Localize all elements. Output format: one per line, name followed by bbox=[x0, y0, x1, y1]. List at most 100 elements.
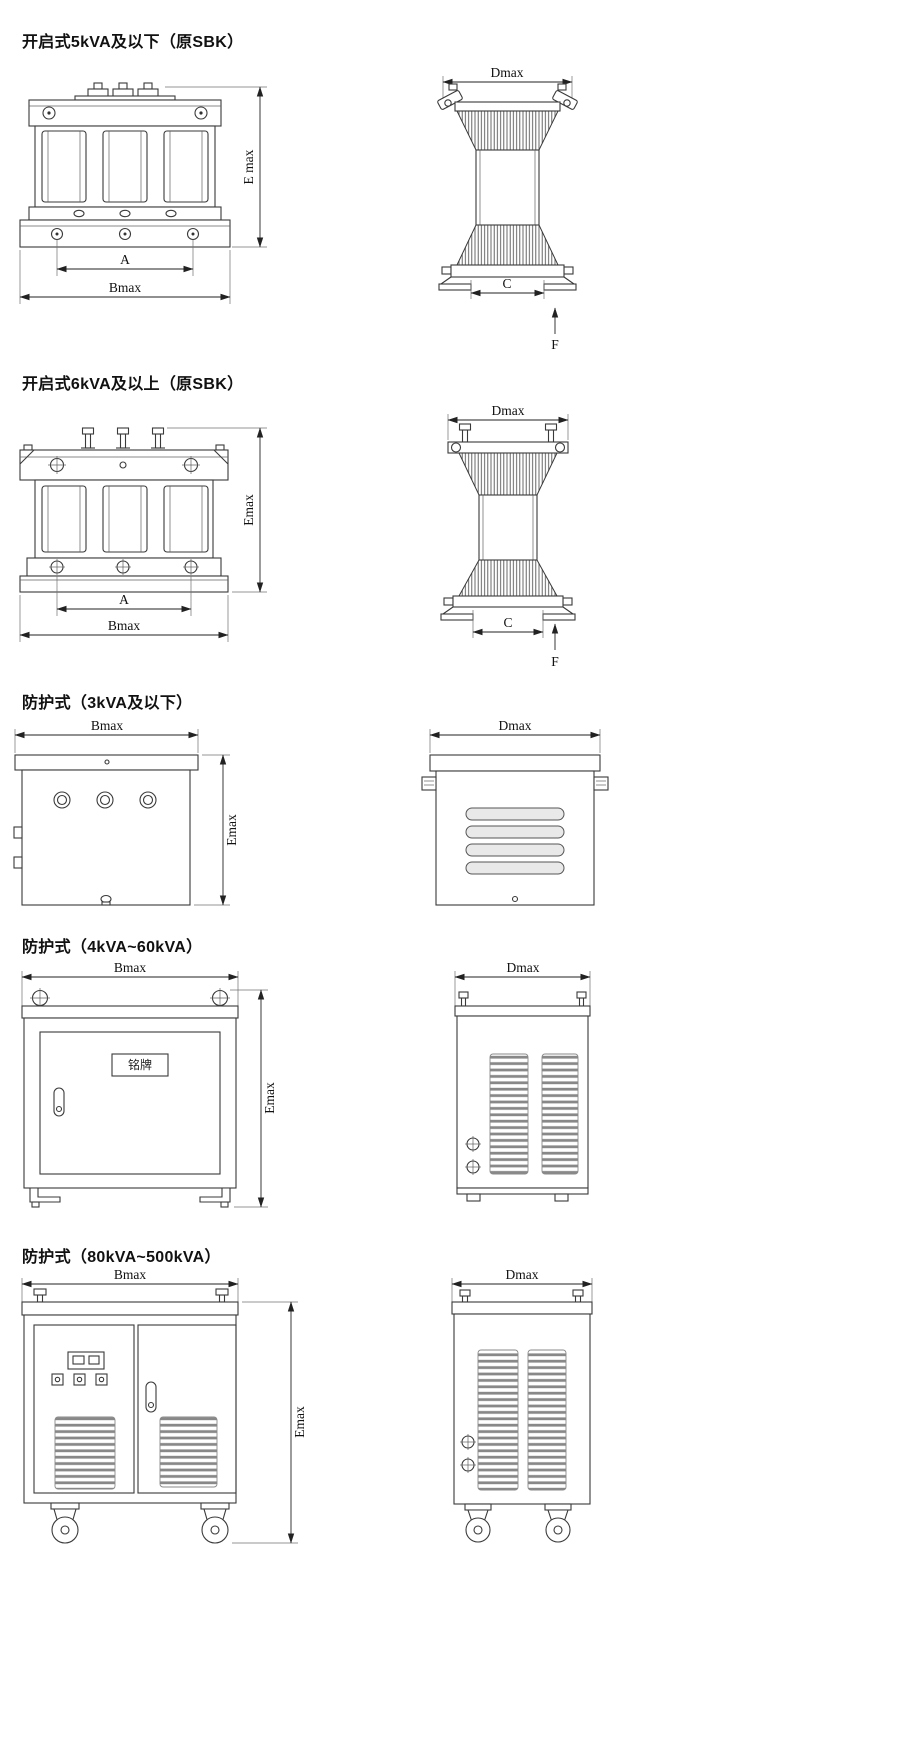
dim-c: C bbox=[472, 610, 544, 638]
dim-label-f: F bbox=[551, 654, 559, 669]
dim-bmax: Bmax bbox=[19, 595, 229, 642]
core-body bbox=[478, 494, 538, 561]
bottom-clamp bbox=[28, 206, 222, 221]
dim-label-emax: Emax bbox=[224, 814, 239, 846]
enclosure-lid bbox=[14, 754, 199, 771]
open-type-6kva-side-view: Dmax bbox=[440, 403, 576, 669]
top-studs bbox=[458, 423, 558, 443]
protected-80-500kva-front-view: Bmax bbox=[21, 1267, 307, 1544]
top-bolts bbox=[33, 1288, 229, 1303]
ground-bolt bbox=[100, 894, 112, 906]
base-feet bbox=[456, 1187, 589, 1202]
dim-label-dmax: Dmax bbox=[491, 65, 524, 80]
terminal-studs bbox=[81, 427, 165, 449]
caster-left bbox=[464, 1503, 492, 1543]
dim-label-c: C bbox=[502, 276, 511, 291]
protected-4-60kva-front-view: Bmax 铭牌 Emax bbox=[21, 960, 277, 1208]
dim-label-emax: Emax bbox=[292, 1406, 307, 1438]
feet bbox=[29, 1187, 231, 1208]
lower-coil bbox=[456, 224, 559, 266]
section-title-protected-80-500kva: 防护式（80kVA~500kVA） bbox=[22, 1249, 221, 1266]
dim-label-bmax: Bmax bbox=[109, 280, 141, 295]
open-type-5kva-side-view: Dmax bbox=[437, 65, 578, 352]
dim-dmax: Dmax bbox=[447, 403, 569, 440]
cable-glands bbox=[53, 791, 157, 809]
open-type-5kva-front-view: E max A Bmax bbox=[19, 82, 267, 304]
dim-label-bmax: Bmax bbox=[108, 618, 140, 633]
dim-emax: Emax bbox=[232, 1301, 307, 1544]
base-plate bbox=[19, 219, 231, 248]
meter-panel bbox=[67, 1351, 105, 1370]
section-title-open-type-5kva: 开启式5kVA及以下（原SBK） bbox=[22, 34, 244, 51]
lifting-eye-bolts bbox=[30, 988, 230, 1008]
dim-bmax: Bmax bbox=[19, 250, 231, 304]
protected-3kva-side-view: Dmax bbox=[421, 718, 609, 906]
top-plate bbox=[21, 1301, 239, 1316]
top-bolts bbox=[458, 991, 587, 1007]
dim-emax: E max bbox=[165, 86, 267, 248]
side-bolts bbox=[465, 1136, 481, 1175]
right-louver-panel bbox=[159, 1416, 218, 1488]
left-door bbox=[33, 1324, 135, 1494]
cabinet-door bbox=[39, 1031, 221, 1175]
section-title-protected-4-60kva: 防护式（4kVA~60kVA） bbox=[22, 939, 203, 956]
dim-label-bmax: Bmax bbox=[114, 960, 146, 975]
dim-bmax: Bmax bbox=[21, 960, 239, 1006]
indicator-lamps bbox=[51, 1373, 108, 1386]
cabinet-body bbox=[453, 1313, 591, 1505]
dim-label-emax: E max bbox=[241, 149, 256, 184]
lower-coil bbox=[458, 559, 558, 597]
base-feet bbox=[440, 595, 576, 621]
protected-80-500kva-side-view: Dmax bbox=[451, 1267, 593, 1543]
dim-emax: Emax bbox=[167, 427, 267, 593]
core-windings bbox=[34, 125, 216, 208]
top-clamp bbox=[28, 99, 222, 127]
dim-label-bmax: Bmax bbox=[91, 718, 123, 733]
base-feet bbox=[438, 264, 577, 291]
dim-f: F bbox=[551, 307, 559, 352]
upper-coil bbox=[456, 110, 559, 151]
hinges bbox=[13, 826, 23, 869]
dim-label-a: A bbox=[119, 592, 129, 607]
top-plate bbox=[454, 1005, 591, 1017]
terminal-blocks bbox=[74, 82, 176, 101]
dim-label-dmax: Dmax bbox=[507, 960, 540, 975]
section-title-protected-3kva: 防护式（3kVA及以下） bbox=[22, 695, 193, 712]
upper-coil bbox=[458, 452, 558, 496]
top-clamp bbox=[447, 441, 569, 454]
dim-dmax: Dmax bbox=[451, 1267, 593, 1302]
section-title-open-type-6kva: 开启式6kVA及以上（原SBK） bbox=[22, 376, 244, 393]
dim-a: A bbox=[56, 576, 192, 616]
top-plate bbox=[451, 1301, 593, 1315]
dim-label-emax: Emax bbox=[262, 1082, 277, 1114]
nameplate: 铭牌 bbox=[111, 1053, 169, 1077]
dim-dmax: Dmax bbox=[454, 960, 591, 1006]
core-windings bbox=[34, 479, 214, 559]
top-plate bbox=[21, 1005, 239, 1019]
bottom-clamp bbox=[26, 557, 222, 577]
dim-label-a: A bbox=[120, 252, 130, 267]
dim-label-dmax: Dmax bbox=[499, 718, 532, 733]
top-bolts bbox=[459, 1289, 584, 1303]
enclosure-lid bbox=[429, 754, 601, 772]
nameplate-label: 铭牌 bbox=[128, 1057, 152, 1072]
dim-label-dmax: Dmax bbox=[506, 1267, 539, 1282]
dim-label-c: C bbox=[503, 615, 512, 630]
dim-label-f: F bbox=[551, 337, 559, 352]
enclosure-body bbox=[21, 769, 191, 906]
dim-emax: Emax bbox=[194, 754, 239, 906]
side-terminal-bolts bbox=[421, 776, 609, 791]
louver-panels bbox=[489, 1053, 579, 1175]
dim-bmax: Bmax bbox=[21, 1267, 239, 1302]
caster-left bbox=[50, 1502, 80, 1544]
door-handle bbox=[145, 1381, 157, 1413]
dim-bmax: Bmax bbox=[14, 718, 199, 753]
louver-slots bbox=[465, 807, 565, 875]
base-plate bbox=[19, 575, 229, 593]
dim-c: C bbox=[470, 276, 545, 299]
caster-right bbox=[544, 1503, 572, 1543]
protected-4-60kva-side-view: Dmax bbox=[454, 960, 591, 1202]
drain-hole bbox=[511, 895, 519, 903]
open-type-6kva-front-view: Emax A Bmax bbox=[19, 427, 267, 642]
